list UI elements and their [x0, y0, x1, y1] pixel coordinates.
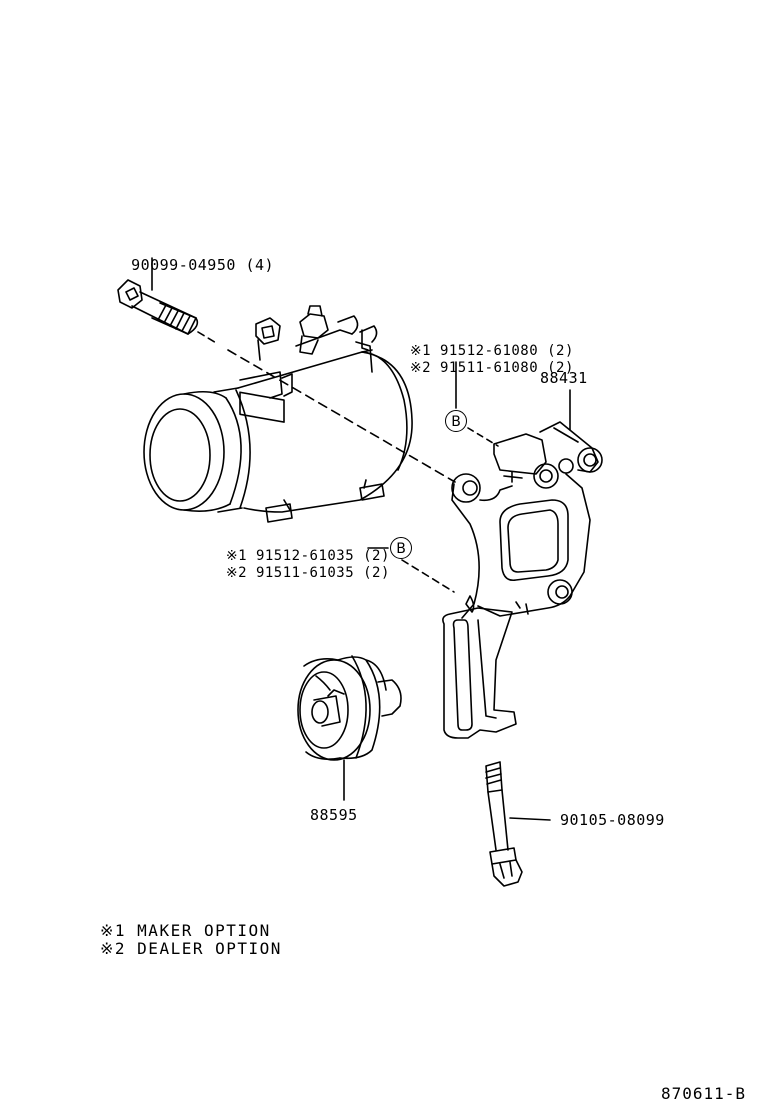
callout-b-lower: B: [390, 537, 412, 559]
callout-b-upper: B: [445, 410, 467, 432]
bolt-bottom-drawing: [485, 761, 551, 887]
part-number-option-a1: ※1 91512-61080: [409, 343, 539, 359]
quantity-option-b2: (2): [363, 565, 390, 581]
part-number-bolt-top: 90099-04950: [131, 256, 236, 274]
part-number-option-a2: ※2 91511-61080: [409, 360, 539, 376]
quantity-option-a2: (2): [547, 360, 574, 376]
quantity-bolt-top: (4): [245, 256, 275, 274]
part-number-bracket: 88431: [540, 369, 588, 387]
part-number-bolt-bottom: 90105-08099: [560, 811, 665, 829]
quantity-option-b1: (2): [363, 548, 390, 564]
idler-pulley-drawing: [297, 655, 402, 801]
compressor-drawing: [143, 305, 413, 523]
part-number-idler-pulley: 88595: [310, 806, 358, 824]
quantity-option-a1: (2): [547, 343, 574, 359]
alignment-line-top: [227, 349, 456, 483]
bracket-drawing: [442, 421, 603, 739]
leader-b-upper-dash: [467, 427, 499, 447]
note-dealer-option: ※2 DEALER OPTION: [100, 939, 282, 958]
leader-b-lower-dash: [401, 559, 455, 593]
note-maker-option: ※1 MAKER OPTION: [100, 921, 271, 940]
part-number-option-b2: ※2 91511-61035: [225, 565, 355, 581]
option-notes: ※1 MAKER OPTION ※2 DEALER OPTION: [100, 922, 282, 958]
diagram-code: 870611-B: [660, 1084, 746, 1103]
part-number-option-b1: ※1 91512-61035: [225, 548, 355, 564]
bolt-top-drawing: [117, 257, 219, 345]
